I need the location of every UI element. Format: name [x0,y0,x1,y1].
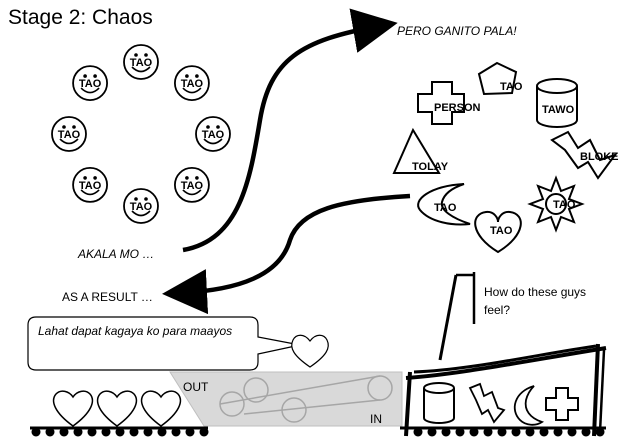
belt-roller [31,427,41,437]
box-cylinder [423,382,455,424]
smiley-face-label: TAO [79,180,102,192]
belt-roller [441,427,451,437]
belt-roller [511,427,521,437]
arrow-down-curve [162,193,411,315]
smiley-face: TAO [195,116,231,152]
shape-triangle: TOLAY [392,127,449,174]
belt-roller [497,427,507,437]
question-text: How do these guys feel? [484,285,587,317]
belt-roller [115,427,125,437]
smiley-face: TAO [72,65,108,101]
in-label: IN [370,412,382,426]
shape-label-pentagon: TAO [500,81,523,93]
smiley-face: TAO [123,44,159,80]
belt-roller [73,427,83,437]
input-box [404,343,607,437]
smiley-face-label: TAO [130,201,153,213]
belt-roller [469,427,479,437]
shape-label-heart: TAO [490,225,513,237]
shape-label-triangle: TOLAY [412,161,449,173]
belt-roller [455,427,465,437]
shape-pentagon: TAO [477,61,523,96]
shape-cylinder: TAWO [536,78,578,128]
smiley-face-label: TAO [130,57,153,69]
smiley-face-label: TAO [79,78,102,90]
belt-roller [413,427,423,437]
box-cross [545,387,579,421]
smiley-face-label: TAO [58,129,81,141]
box-lightning-bolt [468,382,506,424]
shape-crescent-moon: TAO [417,183,471,226]
box-crescent-moon [513,385,545,426]
belt-roller [171,427,181,437]
belt-roller [567,427,577,437]
output-hearts [52,390,182,427]
belt-roller [525,427,535,437]
speech-bubble [27,316,301,371]
bubble-heart [291,334,329,368]
akala-caption: AKALA MO … [78,247,155,261]
smiley-face-label: TAO [202,129,225,141]
belt-roller [45,427,55,437]
smiley-face-circle: TAO TAO TAO TAO TAO TAO TAO TAO [51,44,231,224]
result-caption: AS A RESULT … [62,290,153,304]
conveyor-machine [169,371,403,427]
smiley-face-label: TAO [181,78,204,90]
input-belt [400,426,606,437]
smiley-face: TAO [51,116,87,152]
belt-roller [553,427,563,437]
shape-heart-person: TAO [474,210,522,254]
shape-sun: TAO [527,175,585,233]
shape-label-moon: TAO [434,202,457,214]
belt-roller [157,427,167,437]
shape-label-cylinder: TAWO [542,104,575,116]
belt-roller [427,427,437,437]
smiley-face: TAO [123,188,159,224]
smiley-face: TAO [72,167,108,203]
belt-roller [129,427,139,437]
pero-caption: PERO GANITO PALA! [397,24,517,38]
shape-person-cross: PERSON [417,81,481,125]
shape-label-person: PERSON [434,102,481,114]
speech-bubble-text: Lahat dapat kagaya ko para maayos [38,324,233,338]
shape-label-sun: TAO [553,199,576,211]
belt-roller [581,427,591,437]
shape-lightning-bolt: BLOKE [550,130,619,180]
out-label: OUT [183,380,209,394]
belt-roller [483,427,493,437]
smiley-face-label: TAO [181,180,204,192]
belt-roller [185,427,195,437]
belt-roller [539,427,549,437]
belt-roller [59,427,69,437]
belt-roller [87,427,97,437]
belt-roller [199,427,209,437]
arrow-up-curve [182,8,398,253]
smiley-face: TAO [174,65,210,101]
smiley-face: TAO [174,167,210,203]
belt-roller [143,427,153,437]
output-belt [30,426,209,437]
shape-label-bolt: BLOKE [580,151,619,163]
slide-title: Stage 2: Chaos [8,6,153,29]
belt-roller [101,427,111,437]
question-pointer [438,272,476,361]
